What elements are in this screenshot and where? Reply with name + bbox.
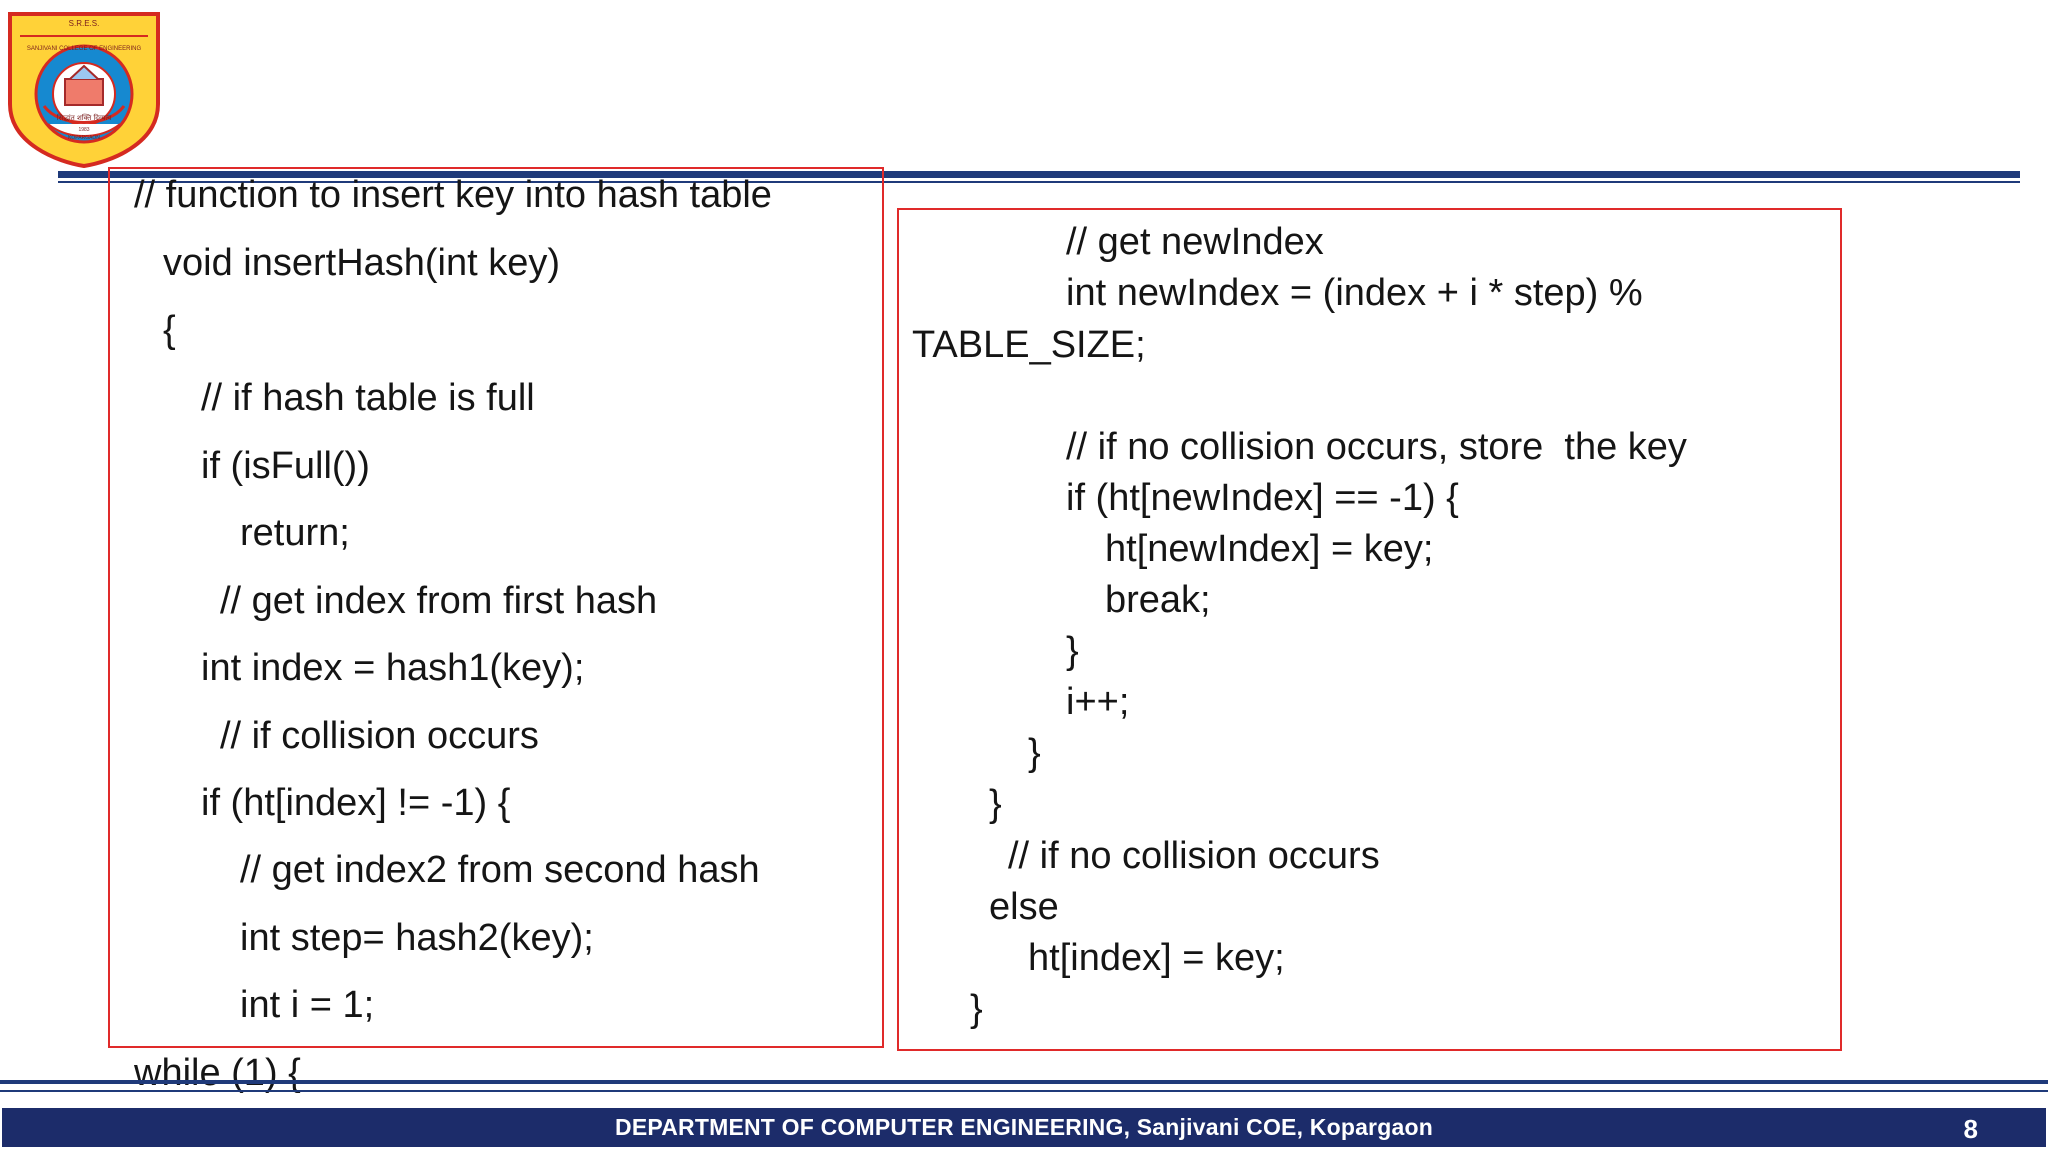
code-line: ht[newIndex] = key; bbox=[1105, 528, 1434, 570]
slide-page-number: 8 bbox=[1963, 1114, 1978, 1144]
bottom-rule-secondary bbox=[0, 1090, 2048, 1092]
code-line: ht[index] = key; bbox=[1028, 937, 1285, 979]
code-line: // if hash table is full bbox=[201, 377, 535, 419]
logo-top-text: S.R.E.S. bbox=[69, 19, 100, 28]
code-line: } bbox=[1028, 732, 1041, 774]
top-rule-thick bbox=[58, 171, 2020, 178]
code-line: int index = hash1(key); bbox=[201, 647, 585, 689]
college-logo: S.R.E.S. SANJIVANI COLLEGE OF ENGINEERIN… bbox=[2, 8, 166, 169]
code-line: if (ht[newIndex] == -1) { bbox=[1066, 477, 1459, 519]
code-line: // if collision occurs bbox=[220, 715, 539, 757]
code-line: { bbox=[163, 309, 176, 351]
college-emblem-icon: S.R.E.S. SANJIVANI COLLEGE OF ENGINEERIN… bbox=[8, 12, 160, 169]
left-code-box bbox=[108, 167, 884, 1048]
code-line: // get index2 from second hash bbox=[240, 849, 760, 891]
code-line: if (isFull()) bbox=[201, 445, 370, 487]
code-line: // get index from first hash bbox=[220, 580, 658, 622]
logo-year-text: 1983 bbox=[78, 127, 89, 133]
code-line: if (ht[index] != -1) { bbox=[201, 782, 511, 824]
code-line: // if no collision occurs, store the key bbox=[1066, 426, 1687, 468]
code-line: TABLE_SIZE; bbox=[912, 324, 1146, 366]
code-line: // function to insert key into hash tabl… bbox=[134, 174, 772, 216]
code-line: } bbox=[1066, 630, 1079, 672]
logo-college-text: SANJIVANI COLLEGE OF ENGINEERING bbox=[27, 46, 142, 52]
code-line: int step= hash2(key); bbox=[240, 917, 594, 959]
code-line: } bbox=[989, 783, 1002, 825]
code-line: } bbox=[970, 988, 983, 1030]
code-line: return; bbox=[240, 512, 350, 554]
slide-footer: DEPARTMENT OF COMPUTER ENGINEERING, Sanj… bbox=[2, 1108, 2046, 1147]
code-line: // if no collision occurs bbox=[1008, 835, 1380, 877]
code-line: int i = 1; bbox=[240, 984, 375, 1026]
top-rule-thin bbox=[58, 181, 2020, 183]
logo-place-text: KOPARGAON bbox=[68, 135, 100, 141]
logo-motto-text: सिद्धांत शक्ति दिव्यत्व bbox=[57, 113, 112, 122]
code-line: else bbox=[989, 886, 1059, 928]
code-line: void insertHash(int key) bbox=[163, 242, 561, 284]
code-line: i++; bbox=[1066, 681, 1130, 723]
right-code-box bbox=[897, 208, 1842, 1051]
footer-department-text: DEPARTMENT OF COMPUTER ENGINEERING, Sanj… bbox=[615, 1114, 1433, 1140]
code-line: // get newIndex bbox=[1066, 221, 1324, 263]
code-line: break; bbox=[1105, 579, 1211, 621]
code-line: while (1) { bbox=[134, 1052, 301, 1094]
code-line: int newIndex = (index + i * step) % bbox=[1066, 272, 1643, 314]
bottom-rule-primary bbox=[0, 1080, 2048, 1084]
